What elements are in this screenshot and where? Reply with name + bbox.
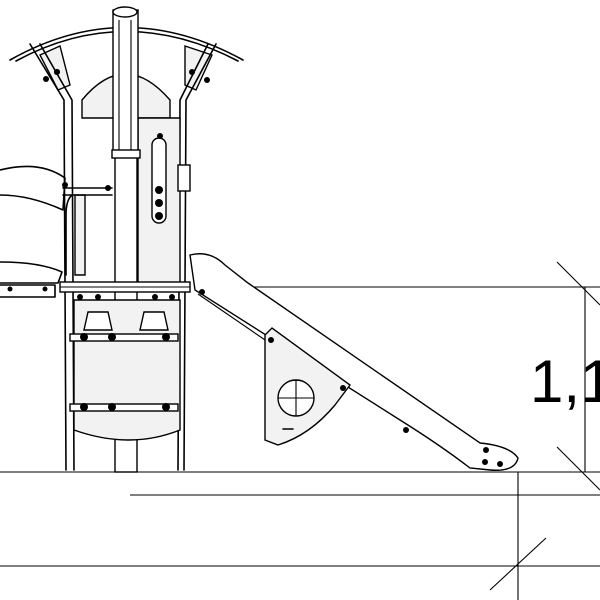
panel-slot <box>151 133 191 224</box>
ground-lines <box>0 286 600 567</box>
height-dimension-label: 1,1 <box>530 348 600 415</box>
left-handrail <box>0 165 113 276</box>
ladder <box>69 299 181 441</box>
height-dimension <box>489 261 600 600</box>
tower-deck <box>59 281 191 300</box>
slide <box>189 253 519 471</box>
left-platform <box>0 261 63 298</box>
